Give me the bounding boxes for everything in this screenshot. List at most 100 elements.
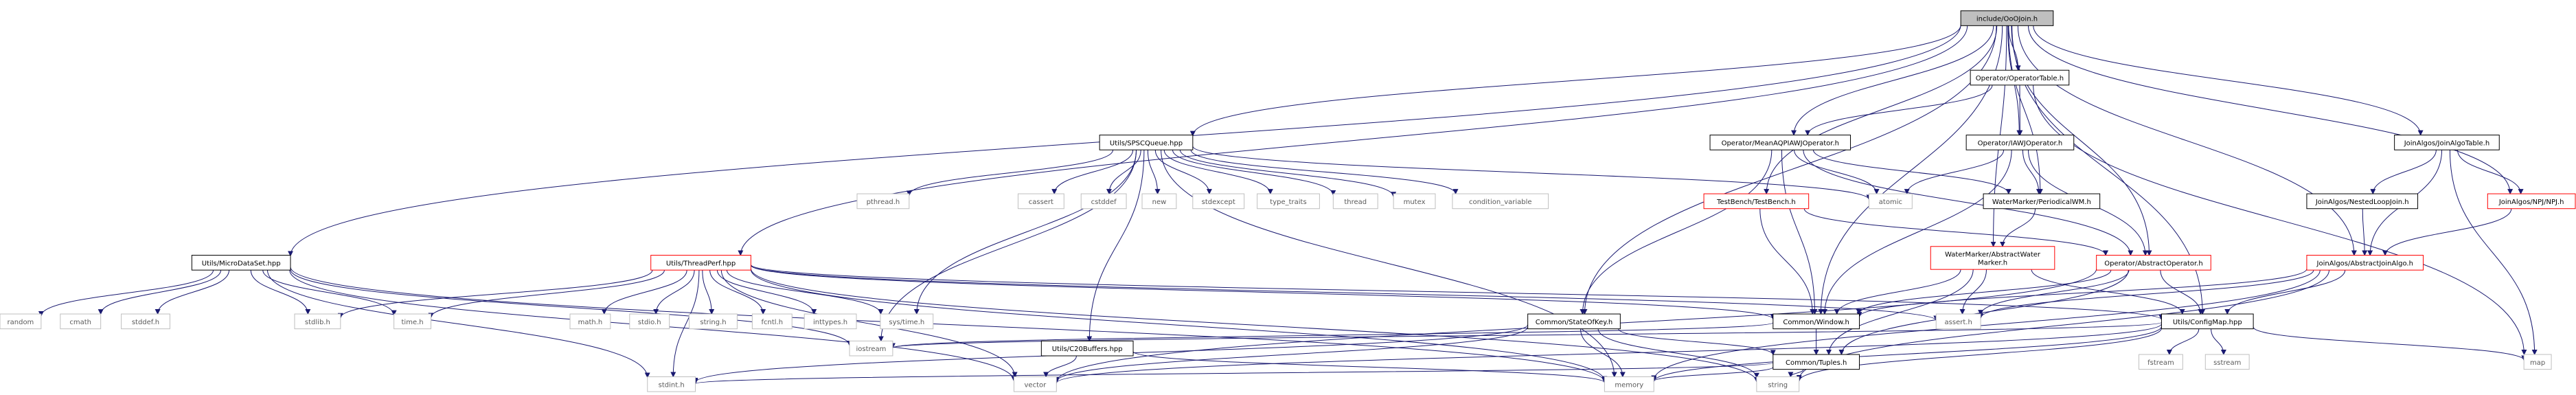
- node-npjnpj[interactable]: JoinAlgos/NPJ/NPJ.h: [2487, 193, 2576, 210]
- edge-threadperf-to-stdlib: [337, 270, 653, 319]
- node-stateofkey[interactable]: Common/StateOfKey.h: [1527, 313, 1621, 330]
- node-box: [629, 313, 670, 330]
- edge-tuples-to-memory: [1651, 366, 1774, 382]
- node-abstractop[interactable]: Operator/AbstractOperator.h: [2096, 255, 2211, 271]
- edge-testbench-to-window: [1759, 208, 1816, 315]
- node-label: math.h: [578, 319, 603, 326]
- edge-microdataset-to-iostream: [290, 269, 852, 346]
- node-label: sys/time.h: [889, 319, 924, 326]
- edge-spsc-to-cassert: [1051, 150, 1134, 195]
- edge-microdataset-to-cmath: [98, 270, 222, 315]
- node-box: [1773, 354, 1860, 370]
- edge-abstractjoin-to-asserth: [1978, 270, 2314, 319]
- node-iawj[interactable]: Operator/IAWJOperator.h: [1965, 135, 2075, 150]
- node-stdlib: stdlib.h: [294, 313, 341, 330]
- edge-abstractop-to-configmap: [2160, 270, 2204, 315]
- edge-spsc-to-pthread: [906, 150, 1114, 196]
- node-stringh: string.h: [689, 313, 738, 330]
- edge-meanaqp-to-abstractop: [1803, 150, 2134, 256]
- edge-configmap-to-memory: [1651, 326, 2162, 383]
- node-optable[interactable]: Operator/OperatorTable.h: [1970, 69, 2070, 86]
- edge-root-to-window: [1818, 25, 2003, 315]
- node-fcntl: fcntl.h: [751, 313, 793, 330]
- node-label: Operator/AbstractOperator.h: [2104, 260, 2202, 267]
- node-label: cmath: [69, 319, 91, 326]
- edge-window-to-iostream: [890, 322, 1774, 349]
- node-tuples[interactable]: Common/Tuples.h: [1773, 354, 1860, 370]
- node-label: inttypes.h: [813, 319, 847, 326]
- node-label: Utils/MicroDataSet.hpp: [202, 260, 281, 267]
- edge-iawj-to-periodicwm: [2022, 150, 2042, 195]
- node-label: TestBench/TestBench.h: [1716, 199, 1796, 206]
- node-spsc[interactable]: Utils/SPSCQueue.hpp: [1099, 135, 1194, 150]
- node-label: cassert: [1029, 199, 1053, 206]
- edge-npjnpj-to-abstractjoin: [2382, 208, 2512, 256]
- node-threadperf[interactable]: Utils/ThreadPerf.hpp: [650, 255, 751, 271]
- node-c20buffers[interactable]: Utils/C20Buffers.hpp: [1040, 340, 1134, 357]
- edge-optable-to-meanaqp: [1805, 84, 1993, 136]
- node-atomic: atomic: [1868, 193, 1913, 210]
- node-testbench[interactable]: TestBench/TestBench.h: [1703, 193, 1810, 210]
- node-box: [569, 313, 611, 330]
- node-abstractjoin[interactable]: JoinAlgos/AbstractJoinAlgo.h: [2306, 255, 2424, 271]
- edge-microdataset-to-memory: [290, 267, 1608, 383]
- node-cmath: cmath: [60, 313, 102, 330]
- edge-root-to-periodicwm: [2008, 25, 2043, 195]
- edge-spsc-to-atomic: [1192, 146, 1872, 201]
- node-stdexcept: stdexcept: [1192, 193, 1245, 210]
- node-window[interactable]: Common/Window.h: [1773, 313, 1860, 330]
- edge-optable-to-map: [2033, 84, 2527, 356]
- edge-configmap-to-fstream: [2166, 328, 2200, 356]
- node-box: [751, 313, 793, 330]
- edge-abstractwm-to-tuples: [1826, 269, 1974, 356]
- node-microdataset[interactable]: Utils/MicroDataSet.hpp: [191, 255, 291, 271]
- node-label: JoinAlgos/JoinAlgoTable.h: [2404, 139, 2490, 147]
- edge-configmap-to-iostream: [890, 321, 2162, 349]
- node-meanaqp[interactable]: Operator/MeanAQPIAWJOperator.h: [1709, 135, 1851, 150]
- edge-c20buffers-to-memory: [1132, 351, 1608, 383]
- edge-spsc-to-cstddef: [1106, 150, 1141, 195]
- edge-tuples-to-stdint: [693, 362, 1774, 385]
- node-periodicwm[interactable]: WaterMarker/PeriodicalWM.h: [1983, 193, 2101, 210]
- node-label: Operator/IAWJOperator.h: [1978, 139, 2063, 147]
- edge-root-to-joinalgotable: [2033, 25, 2424, 136]
- edge-root-to-abstractop: [2011, 25, 2152, 256]
- node-box: [1965, 135, 2075, 150]
- node-configmap[interactable]: Utils/ConfigMap.hpp: [2161, 313, 2254, 330]
- node-label: sstream: [2213, 359, 2241, 367]
- node-stdint: stdint.h: [647, 376, 696, 392]
- node-box: [2523, 354, 2552, 370]
- node-label: random: [8, 319, 34, 326]
- node-label: Utils/C20Buffers.hpp: [1052, 346, 1123, 353]
- node-box: [1930, 246, 2055, 270]
- edge-spsc-to-new: [1147, 150, 1161, 195]
- node-label: new: [1152, 199, 1167, 206]
- edge-root-to-configmap: [2011, 25, 2206, 315]
- edge-spsc-to-systime: [913, 150, 1137, 315]
- node-root[interactable]: include/OoOJoin.h: [1960, 10, 2054, 26]
- node-label: JoinAlgos/NestedLoopJoin.h: [2315, 199, 2409, 206]
- edge-meanaqp-to-window: [1781, 150, 1818, 315]
- edge-microdataset-to-stdlib: [250, 270, 311, 315]
- node-box: [2096, 255, 2211, 271]
- node-box: [1013, 376, 1057, 392]
- node-nestedloop[interactable]: JoinAlgos/NestedLoopJoin.h: [2306, 193, 2419, 210]
- node-box: [1099, 135, 1194, 150]
- node-cstddef: cstddef: [1080, 193, 1127, 210]
- node-label: map: [2530, 359, 2545, 367]
- edge-root-to-spsc: [1189, 25, 1961, 137]
- edge-root-to-testbench: [1764, 25, 1998, 195]
- edge-configmap-to-vector: [1053, 324, 2162, 384]
- node-box: [803, 313, 857, 330]
- node-stdio: stdio.h: [629, 313, 670, 330]
- edge-iawj-to-window: [1821, 150, 2012, 315]
- edge-periodicwm-to-abstractwm: [1999, 208, 2036, 247]
- node-joinalgotable[interactable]: JoinAlgos/JoinAlgoTable.h: [2394, 135, 2500, 150]
- node-label: JoinAlgos/NPJ/NPJ.h: [2498, 199, 2564, 206]
- node-random: random: [0, 313, 42, 330]
- edge-threadperf-to-timeh: [428, 270, 665, 319]
- node-label: fcntl.h: [762, 319, 784, 326]
- edge-abstractwm-to-asserth: [1959, 269, 1987, 315]
